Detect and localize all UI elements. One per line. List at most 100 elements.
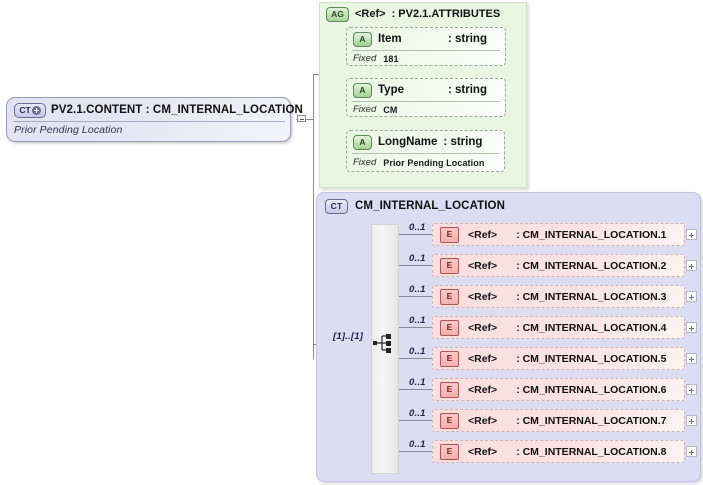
branch-line-4 <box>399 327 432 328</box>
complex-type-icon: CT <box>325 198 348 214</box>
element-ref: <Ref> <box>468 290 498 303</box>
root-divider <box>13 121 285 122</box>
fixed-value: 181 <box>383 53 399 64</box>
expand-icon-2[interactable] <box>686 260 697 271</box>
attribute-longname-header: A LongName : string <box>353 134 482 150</box>
element-icon: E <box>440 350 459 367</box>
element-type: : CM_INTERNAL_LOCATION.1 <box>516 228 667 241</box>
attribute-type: : string <box>448 33 487 45</box>
root-title-row: CT PV2.1.CONTENT : CM_INTERNAL_LOCATION <box>14 101 303 119</box>
attribute-group-type: : PV2.1.ATTRIBUTES <box>391 8 501 20</box>
element-row-5[interactable]: E <Ref> : CM_INTERNAL_LOCATION.5 <box>432 347 685 370</box>
complex-type-header: CT CM_INTERNAL_LOCATION <box>325 198 505 214</box>
element-cardinality-2: 0..1 <box>409 253 426 264</box>
expand-icon-5[interactable] <box>686 353 697 364</box>
element-cardinality-7: 0..1 <box>409 408 426 419</box>
attribute-fixed-row: Fixed Prior Pending Location <box>353 157 484 168</box>
element-ref: <Ref> <box>468 228 498 241</box>
connector-root-trunk <box>313 74 314 359</box>
element-icon: E <box>440 319 459 336</box>
element-icon: E <box>440 257 459 274</box>
attribute-divider <box>352 50 500 51</box>
element-type: : CM_INTERNAL_LOCATION.4 <box>516 321 667 334</box>
expand-icon-1[interactable] <box>686 229 697 240</box>
attribute-group-icon: AG <box>326 6 349 22</box>
branch-line-6 <box>399 389 432 390</box>
attribute-type: : string <box>443 136 483 148</box>
element-cardinality-4: 0..1 <box>409 315 426 326</box>
root-title: PV2.1.CONTENT : CM_INTERNAL_LOCATION <box>51 104 303 116</box>
attribute-row-longname[interactable]: A LongName : string Fixed Prior Pending … <box>346 130 505 172</box>
element-row-6[interactable]: E <Ref> : CM_INTERNAL_LOCATION.6 <box>432 378 685 401</box>
element-row-7[interactable]: E <Ref> : CM_INTERNAL_LOCATION.7 <box>432 409 685 432</box>
attribute-row-item[interactable]: A Item : string Fixed 181 <box>346 27 506 66</box>
branch-line-2 <box>399 265 432 266</box>
attribute-item-header: A Item : string <box>353 31 487 47</box>
attribute-fixed-row: Fixed CM <box>353 104 397 115</box>
element-type: : CM_INTERNAL_LOCATION.6 <box>516 383 667 396</box>
sequence-icon[interactable] <box>373 333 395 353</box>
element-row-8[interactable]: E <Ref> : CM_INTERNAL_LOCATION.8 <box>432 440 685 463</box>
root-connector-handle[interactable] <box>297 115 306 122</box>
element-icon: E <box>440 443 459 460</box>
element-ref: <Ref> <box>468 383 498 396</box>
element-icon: E <box>440 226 459 243</box>
element-row-1[interactable]: E <Ref> : CM_INTERNAL_LOCATION.1 <box>432 223 685 246</box>
expand-icon-8[interactable] <box>686 446 697 457</box>
element-row-3[interactable]: E <Ref> : CM_INTERNAL_LOCATION.3 <box>432 285 685 308</box>
branch-line-1 <box>399 234 432 235</box>
attribute-icon: A <box>353 134 372 150</box>
branch-line-7 <box>399 420 432 421</box>
fixed-label: Fixed <box>353 53 377 64</box>
element-type: : CM_INTERNAL_LOCATION.2 <box>516 259 667 272</box>
expand-icon-7[interactable] <box>686 415 697 426</box>
complex-type-expand-icon[interactable]: CT <box>14 102 46 118</box>
sequence-cardinality: [1]..[1] <box>333 331 364 342</box>
fixed-label: Fixed <box>353 157 377 168</box>
attribute-group-box[interactable]: AG <Ref> : PV2.1.ATTRIBUTES A Item : str… <box>319 2 527 188</box>
attribute-fixed-row: Fixed 181 <box>353 53 399 64</box>
root-complex-type-box[interactable]: CT PV2.1.CONTENT : CM_INTERNAL_LOCATION … <box>6 97 303 142</box>
element-ref: <Ref> <box>468 414 498 427</box>
element-type: : CM_INTERNAL_LOCATION.8 <box>516 445 667 458</box>
compositor-column <box>371 224 399 474</box>
expand-icon-6[interactable] <box>686 384 697 395</box>
element-cardinality-8: 0..1 <box>409 439 426 450</box>
expand-icon-4[interactable] <box>686 322 697 333</box>
branch-line-8 <box>399 451 432 452</box>
element-row-4[interactable]: E <Ref> : CM_INTERNAL_LOCATION.4 <box>432 316 685 339</box>
attribute-name: Type <box>378 84 404 96</box>
element-ref: <Ref> <box>468 445 498 458</box>
element-ref: <Ref> <box>468 321 498 334</box>
element-ref: <Ref> <box>468 259 498 272</box>
expand-icon-3[interactable] <box>686 291 697 302</box>
attribute-icon: A <box>353 31 372 47</box>
element-type: : CM_INTERNAL_LOCATION.5 <box>516 352 667 365</box>
attribute-group-header: AG <Ref> : PV2.1.ATTRIBUTES <box>326 6 500 22</box>
fixed-label: Fixed <box>353 104 377 115</box>
attribute-divider <box>352 153 499 154</box>
element-cardinality-1: 0..1 <box>409 222 426 233</box>
element-icon: E <box>440 412 459 429</box>
attribute-type-header: A Type : string <box>353 82 487 98</box>
fixed-value: CM <box>383 104 398 115</box>
fixed-value: Prior Pending Location <box>383 157 485 168</box>
element-cardinality-5: 0..1 <box>409 346 426 357</box>
plus-icon[interactable] <box>31 105 41 115</box>
branch-line-5 <box>399 358 432 359</box>
element-type: : CM_INTERNAL_LOCATION.3 <box>516 290 667 303</box>
element-icon: E <box>440 288 459 305</box>
attribute-divider <box>352 101 500 102</box>
root-badge-label: CT <box>19 104 31 115</box>
element-type: : CM_INTERNAL_LOCATION.7 <box>516 414 667 427</box>
attribute-name: LongName <box>378 136 438 148</box>
element-ref: <Ref> <box>468 352 498 365</box>
complex-type-name: CM_INTERNAL_LOCATION <box>355 200 506 212</box>
element-cardinality-3: 0..1 <box>409 284 426 295</box>
element-cardinality-6: 0..1 <box>409 377 426 388</box>
attribute-row-type[interactable]: A Type : string Fixed CM <box>346 78 506 117</box>
root-annotation: Prior Pending Location <box>14 124 123 136</box>
attribute-type: : string <box>448 84 487 96</box>
element-row-2[interactable]: E <Ref> : CM_INTERNAL_LOCATION.2 <box>432 254 685 277</box>
